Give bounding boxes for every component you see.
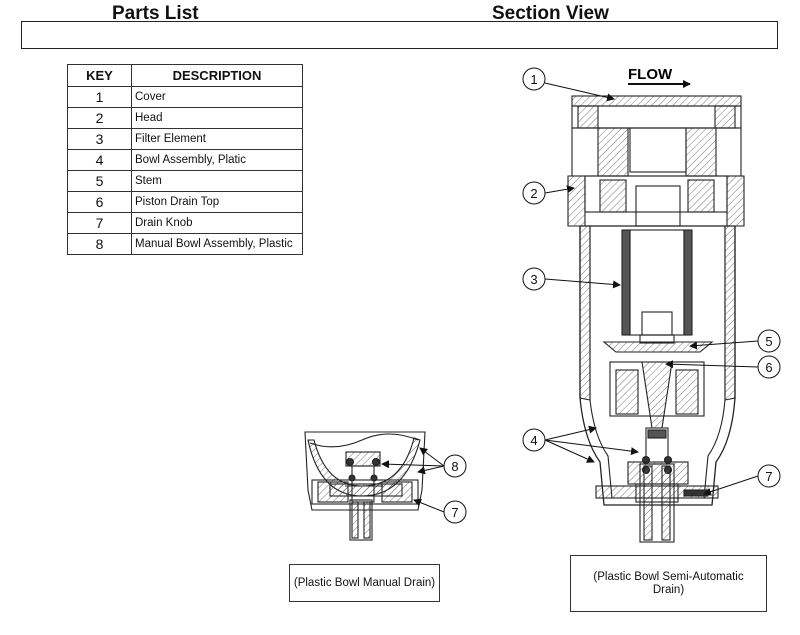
callout-7: 7: [703, 464, 781, 496]
callout-3: 3: [522, 267, 621, 291]
section-callouts: 1 2 3 4 5 6: [522, 67, 781, 496]
drain-knob-part: [639, 463, 675, 543]
callout-2-label: 2: [530, 186, 537, 201]
callout-2: 2: [522, 181, 575, 205]
callout-7-manual-label: 7: [451, 505, 458, 520]
bowl-part: [579, 225, 736, 506]
callout-5-label: 5: [765, 334, 772, 349]
callout-8: 8: [381, 447, 467, 478]
callout-6-label: 6: [765, 360, 772, 375]
manual-drain-detail: [304, 431, 426, 541]
callout-1: 1: [522, 67, 615, 102]
callout-5: 5: [689, 329, 781, 353]
semi-automatic-drain-caption: (Plastic Bowl Semi-Automatic Drain): [570, 555, 767, 612]
parts-list-title: Parts List: [112, 3, 199, 24]
callout-7-manual: 7: [413, 498, 467, 524]
filter-element-part: [621, 229, 631, 336]
section-view-title: Section View: [492, 3, 609, 24]
stem-part: [602, 341, 714, 353]
callout-8-label: 8: [451, 459, 458, 474]
header-bar: [21, 21, 778, 49]
semi-automatic-filter-section: [567, 95, 745, 543]
flow-label: FLOW: [628, 66, 673, 83]
callout-1-label: 1: [530, 72, 537, 87]
part-description: Stem: [131, 170, 303, 192]
part-description: Manual Bowl Assembly, Plastic: [131, 233, 303, 255]
manual-callouts: 8 7: [381, 447, 467, 524]
callout-4-label: 4: [530, 433, 537, 448]
cover-part: [571, 95, 742, 107]
part-description: Piston Drain Top: [131, 191, 303, 213]
part-key: 8: [67, 233, 132, 255]
part-description: Bowl Assembly, Platic: [131, 149, 303, 171]
callout-4: 4: [522, 425, 639, 463]
callout-7-label: 7: [765, 469, 772, 484]
callout-6: 6: [665, 355, 781, 379]
manual-drain-caption: (Plastic Bowl Manual Drain): [289, 564, 440, 602]
part-description: Filter Element: [131, 128, 303, 150]
callout-3-label: 3: [530, 272, 537, 287]
